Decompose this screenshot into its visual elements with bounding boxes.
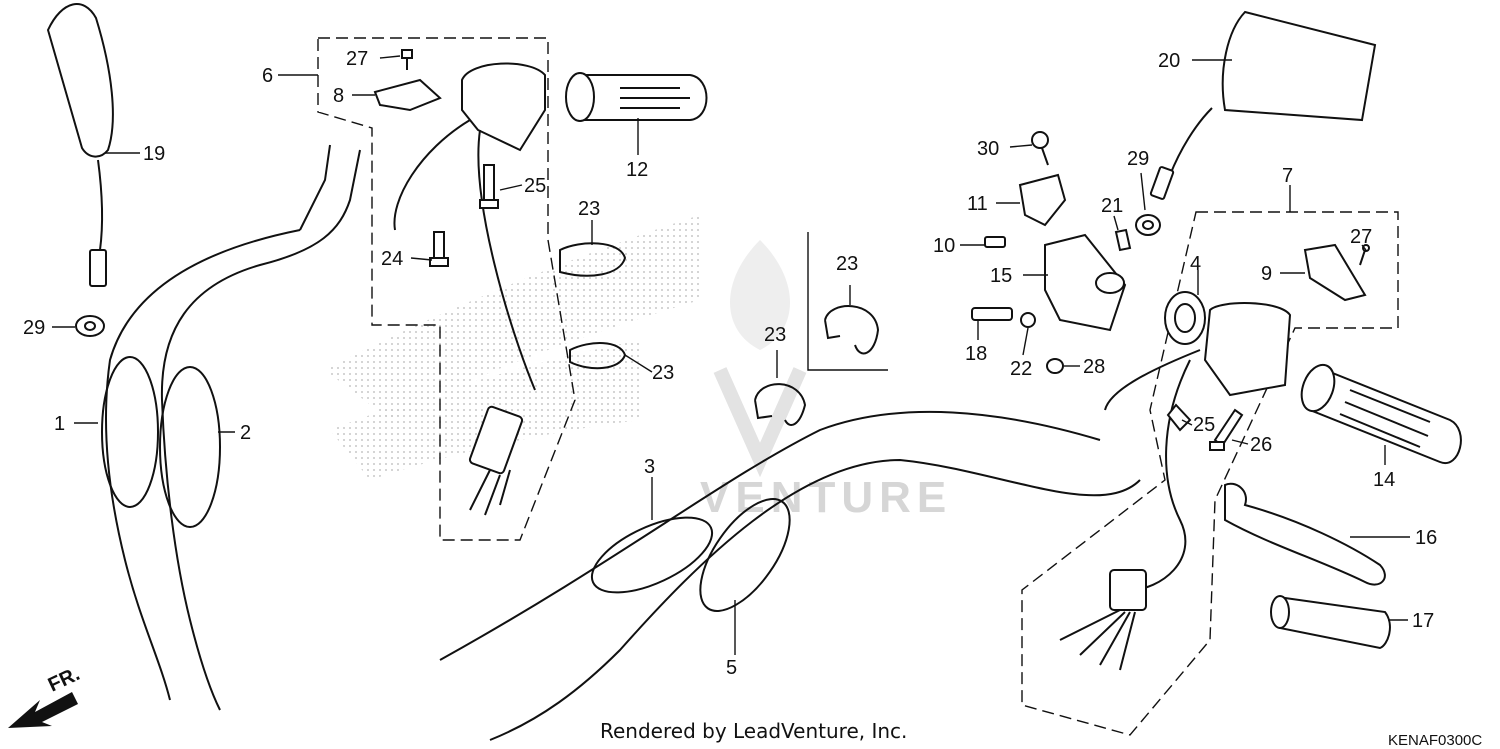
callout-14: 14 [1373, 469, 1395, 491]
switch-part-10 [984, 236, 1006, 248]
callout-22: 22 [1010, 358, 1032, 380]
left-switch-housing-part-6 [393, 62, 546, 516]
brake-lever-part-16 [1224, 482, 1386, 586]
callout-29-b: 29 [1127, 148, 1149, 170]
callout-25-a: 25 [524, 175, 546, 197]
callout-17: 17 [1412, 610, 1434, 632]
screw-part-27-right [1359, 244, 1370, 266]
mirror-left-part-19 [46, 3, 114, 287]
nut-part-28 [1046, 358, 1064, 374]
screw-part-25-left [479, 164, 499, 209]
screw-part-25-right [1166, 403, 1192, 432]
front-direction-label: FR. [45, 663, 83, 697]
bracket-part-9 [1303, 243, 1367, 302]
clamp-part-23-c [824, 305, 880, 355]
callout-27-b: 27 [1350, 226, 1372, 248]
bracket-part-8 [373, 78, 442, 112]
brand-wing-watermark [325, 215, 700, 480]
brake-cable-part-5 [489, 458, 1141, 741]
callout-23-c: 23 [836, 253, 858, 275]
callout-20: 20 [1158, 50, 1180, 72]
callout-23-a: 23 [578, 198, 600, 220]
screw-part-21 [1114, 228, 1132, 252]
grip-right-part-14 [1300, 363, 1462, 465]
callout-6: 6 [262, 65, 273, 87]
throttle-cable-part-1 [101, 144, 331, 701]
screw-part-26 [1209, 408, 1244, 451]
callout-21: 21 [1101, 195, 1123, 217]
grip-left-part-12 [565, 72, 708, 122]
callout-27-a: 27 [346, 48, 368, 70]
callout-26: 26 [1250, 434, 1272, 456]
clamp-part-23-a [559, 242, 627, 277]
group-7-box [1021, 211, 1399, 736]
rendered-by-credit: Rendered by LeadVenture, Inc. [600, 719, 907, 743]
callout-30: 30 [977, 138, 999, 160]
callout-25-b: 25 [1193, 414, 1215, 436]
bolt-part-18 [971, 307, 1013, 321]
diagram-code: KENAF0300C [1388, 732, 1482, 749]
nut-part-29-right [1135, 214, 1161, 236]
callout-3: 3 [644, 456, 655, 478]
screw-part-27-left [401, 49, 413, 70]
screw-part-24 [429, 231, 449, 267]
callout-12: 12 [626, 159, 648, 181]
mirror-right-part-20 [1149, 10, 1377, 200]
callout-7: 7 [1282, 165, 1293, 187]
callout-10: 10 [933, 235, 955, 257]
callout-15: 15 [990, 265, 1012, 287]
holder-part-11 [1018, 173, 1067, 227]
washer-part-22 [1020, 312, 1036, 328]
nut-part-29-left [75, 315, 105, 337]
switch-knob-part-4 [1164, 291, 1206, 345]
group-6-box [317, 37, 576, 541]
callout-23-d: 23 [764, 324, 786, 346]
clamp-part-23-d [754, 383, 807, 426]
callout-11: 11 [967, 193, 988, 215]
callout-16: 16 [1415, 527, 1437, 549]
group-23-bracket [807, 232, 888, 371]
leader-lines [52, 55, 1410, 655]
callout-5: 5 [726, 657, 737, 679]
callout-18: 18 [965, 343, 987, 365]
bolt-part-30 [1031, 131, 1049, 166]
callout-24: 24 [381, 248, 403, 270]
callout-4: 4 [1190, 253, 1201, 275]
throttle-cable-part-2 [159, 149, 361, 711]
flame-logo-watermark [713, 240, 807, 478]
callout-28: 28 [1083, 356, 1105, 378]
callout-2: 2 [240, 422, 251, 444]
callout-1: 1 [54, 413, 65, 435]
callout-19: 19 [143, 143, 165, 165]
callout-29-a: 29 [23, 317, 45, 339]
master-cylinder-part-15 [1044, 233, 1127, 332]
callout-8: 8 [333, 85, 344, 107]
callout-23-b: 23 [652, 362, 674, 384]
front-direction-arrow [8, 692, 78, 728]
watermark-text: VENTURE [700, 473, 952, 522]
throttle-sleeve-part-17 [1270, 595, 1391, 650]
clutch-cable-part-3 [439, 410, 1101, 661]
callout-9: 9 [1261, 263, 1272, 285]
